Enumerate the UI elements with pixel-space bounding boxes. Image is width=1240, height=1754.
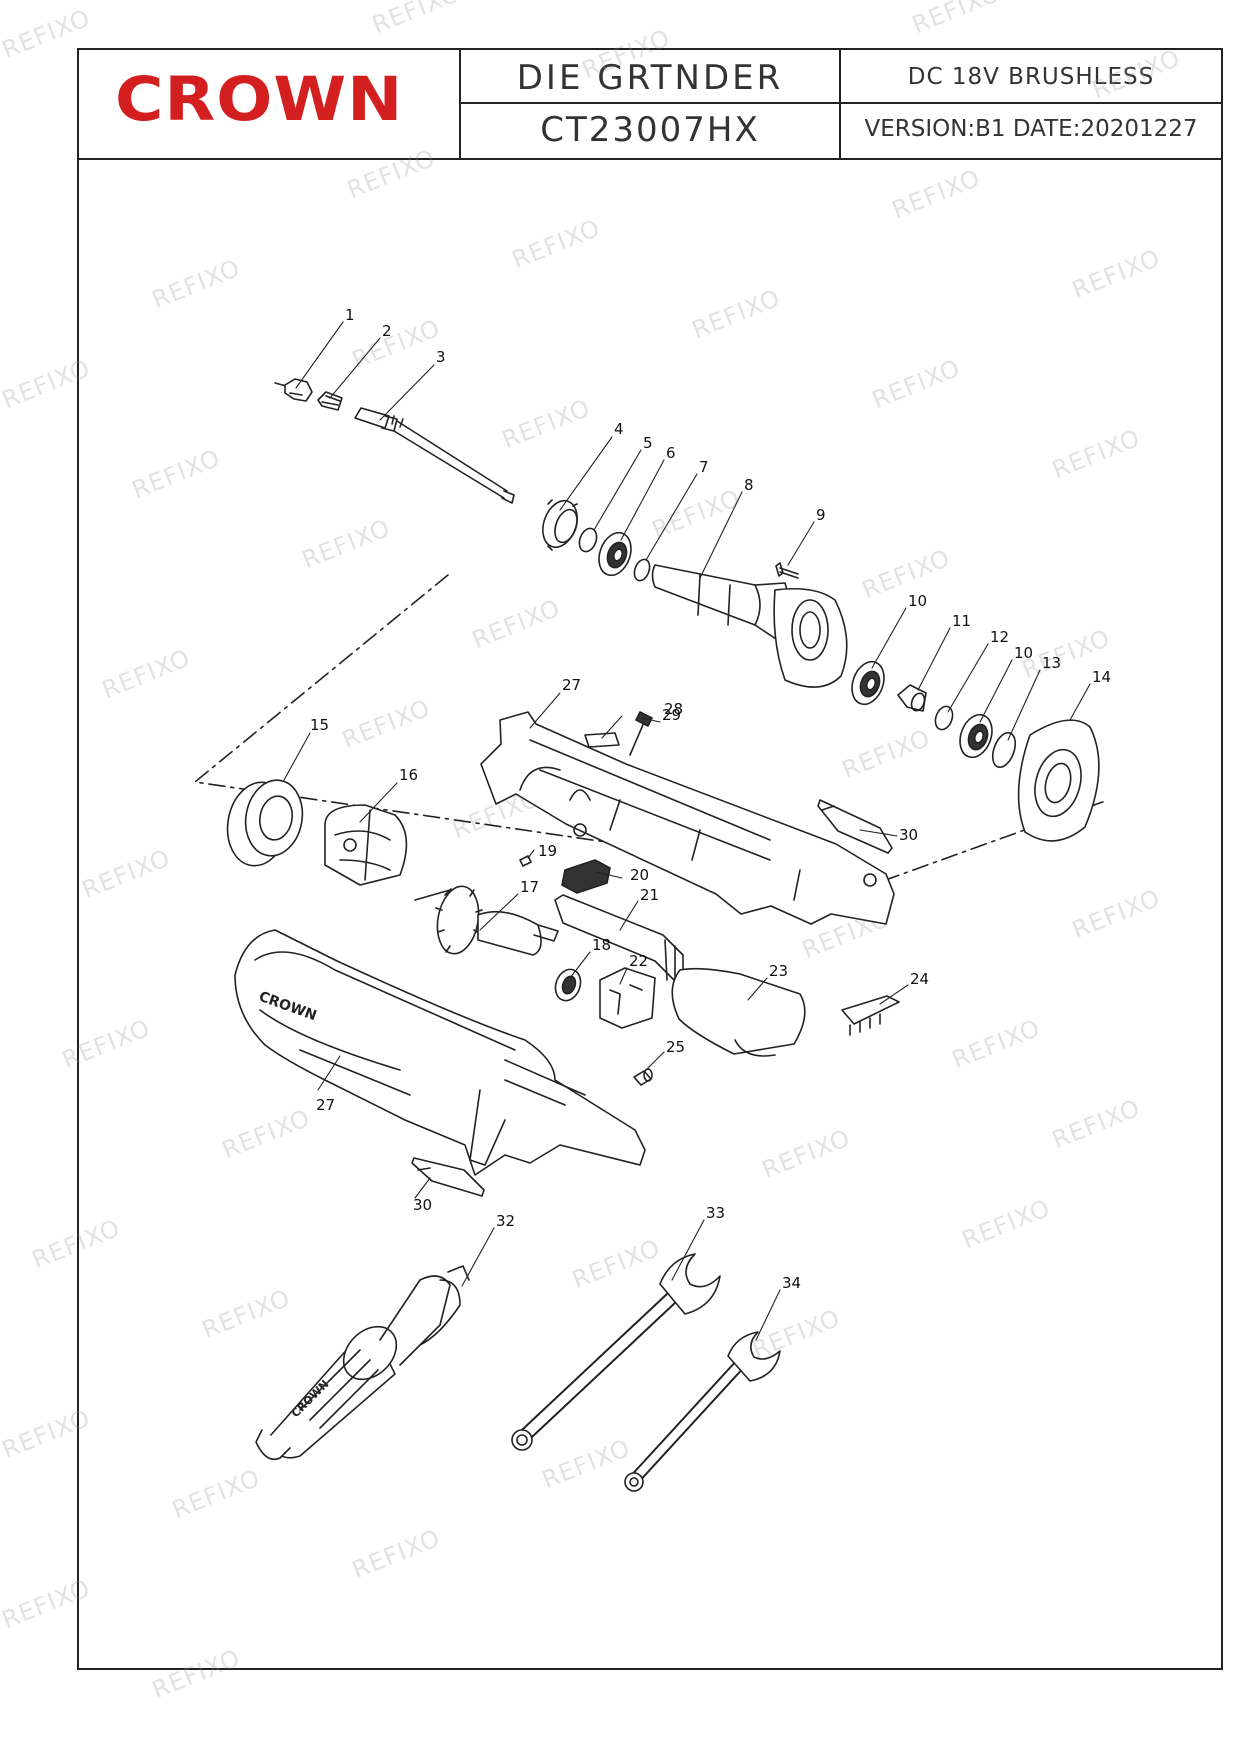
housing-half-right: [480, 711, 895, 925]
drawing-frame: CROWN DIE GRTNDER CT23007HX DC 18V BRUSH…: [77, 48, 1223, 1670]
callout-29: 29: [662, 706, 681, 724]
model-number: CT23007HX: [540, 110, 760, 150]
rotor-fan: [414, 885, 559, 956]
callout-14: 14: [1092, 668, 1111, 686]
switch-cap: [561, 859, 611, 894]
callout-25: 25: [666, 1038, 685, 1056]
o-ring: [991, 731, 1017, 769]
brand-logo: CROWN: [115, 64, 404, 135]
bracket-top: [817, 799, 893, 854]
bearing-rear-1: [851, 660, 885, 706]
bearing-front: [598, 531, 632, 577]
product-cell: DIE GRTNDER CT23007HX: [461, 50, 841, 158]
callout-6: 6: [666, 444, 676, 462]
power-spec: DC 18V BRUSHLESS: [907, 64, 1155, 90]
callout-24: 24: [910, 970, 929, 988]
side-handle: [255, 1265, 470, 1461]
version-date: VERSION:B1 DATE:20201227: [864, 116, 1198, 142]
spindle-shaft: [354, 407, 515, 504]
callout-17: 17: [520, 878, 539, 896]
callout-7: 7: [699, 458, 709, 476]
housing-screw: [629, 711, 653, 756]
callout-11: 11: [952, 612, 971, 630]
screw: [775, 562, 799, 579]
switch-module: [599, 967, 656, 1029]
callout-33: 33: [706, 1204, 725, 1222]
collet: [317, 391, 343, 411]
spanner-large: [511, 1253, 721, 1451]
label-plate: [584, 732, 620, 748]
callout-9: 9: [816, 506, 826, 524]
callout-30: 30: [899, 826, 918, 844]
callout-10: 10: [1014, 644, 1033, 662]
circlip: [633, 558, 651, 582]
bracket-bottom: [411, 1157, 485, 1197]
callout-19: 19: [538, 842, 557, 860]
callout-12: 12: [990, 628, 1009, 646]
callout-8: 8: [744, 476, 754, 494]
front-housing: [651, 564, 848, 688]
callout-10: 10: [908, 592, 927, 610]
callout-30: 30: [413, 1196, 432, 1214]
callout-18: 18: [592, 936, 611, 954]
callout-34: 34: [782, 1274, 801, 1292]
callout-16: 16: [399, 766, 418, 784]
washer-2: [934, 705, 954, 731]
callout-28: 28: [664, 700, 683, 718]
bearing-rotor: [554, 968, 582, 1002]
stator: [324, 804, 408, 886]
callout-13: 13: [1042, 654, 1061, 672]
leader-lines: [283, 321, 1091, 1341]
logo-cell: CROWN: [79, 50, 461, 158]
title-block: CROWN DIE GRTNDER CT23007HX DC 18V BRUSH…: [79, 50, 1221, 160]
battery-cover: [671, 967, 806, 1057]
motor-cap: [226, 779, 304, 867]
battery-terminal: [841, 995, 900, 1036]
callout-5: 5: [643, 434, 653, 452]
sleeve: [897, 684, 927, 712]
callout-32: 32: [496, 1212, 515, 1230]
washer: [578, 527, 598, 553]
callout-2: 2: [382, 322, 392, 340]
callout-4: 4: [614, 420, 624, 438]
lock-ring: [542, 499, 578, 551]
callout-23: 23: [769, 962, 788, 980]
product-name: DIE GRTNDER: [516, 58, 784, 98]
housing-half-left: [234, 929, 646, 1176]
callout-21: 21: [640, 886, 659, 904]
callout-1: 1: [345, 306, 355, 324]
callout-20: 20: [630, 866, 649, 884]
spec-cell: DC 18V BRUSHLESS VERSION:B1 DATE:2020122…: [841, 50, 1221, 158]
collet-nut: [284, 378, 313, 402]
callout-27: 27: [316, 1096, 335, 1114]
callout-3: 3: [436, 348, 446, 366]
callout-22: 22: [629, 952, 648, 970]
callout-27: 27: [562, 676, 581, 694]
lock-pin: [633, 1068, 653, 1086]
bearing-rear-2: [959, 713, 993, 759]
spanner-small: [624, 1331, 781, 1492]
pin: [519, 855, 532, 867]
end-cover: [1017, 719, 1100, 842]
assembly-outline: [194, 574, 1109, 883]
callout-15: 15: [310, 716, 329, 734]
